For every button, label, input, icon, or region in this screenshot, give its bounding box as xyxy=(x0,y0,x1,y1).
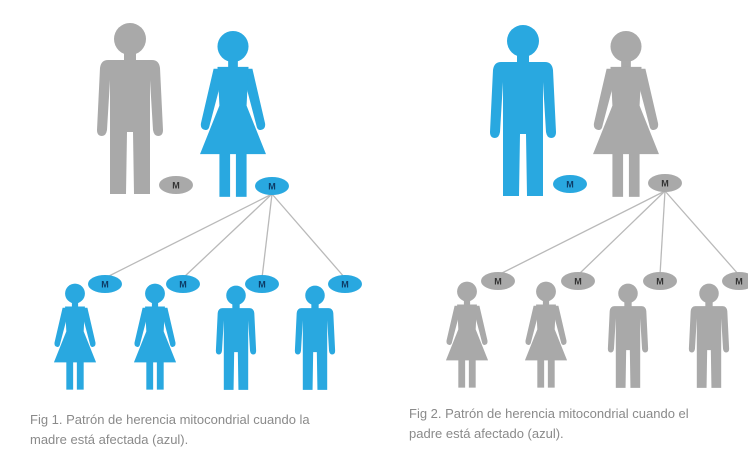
child-1-mitochondria: M xyxy=(88,275,122,293)
mitochondria-label: M xyxy=(494,277,502,287)
mitochondria-label: M xyxy=(656,277,664,287)
mitochondria-label: M xyxy=(268,182,276,192)
child-4-mitochondria: M xyxy=(328,275,362,293)
mitochondria-label: M xyxy=(735,277,743,287)
inheritance-line xyxy=(577,190,666,276)
child-4-mitochondria: M xyxy=(722,272,748,290)
daughter-1-figure xyxy=(445,281,489,388)
child-3-mitochondria: M xyxy=(643,272,677,290)
child-1-mitochondria: M xyxy=(481,272,515,290)
inheritance-line xyxy=(271,193,346,279)
mitochondria-label: M xyxy=(172,181,180,191)
figure-2-caption: Fig 2. Patrón de herencia mitocondrial c… xyxy=(409,404,739,444)
child-2-mitochondria: M xyxy=(561,272,595,290)
inheritance-line xyxy=(497,190,666,276)
mother-figure xyxy=(593,30,659,197)
mitochondria-label: M xyxy=(566,180,574,190)
daughter-1-figure xyxy=(53,283,97,390)
child-2-mitochondria: M xyxy=(166,275,200,293)
inheritance-line xyxy=(104,193,273,279)
figure-2-caption-line-1: Fig 2. Patrón de herencia mitocondrial c… xyxy=(409,406,689,421)
son-1-figure xyxy=(607,283,649,388)
mother-mitochondria: M xyxy=(648,174,682,192)
inheritance-line xyxy=(261,193,273,279)
child-3-mitochondria: M xyxy=(245,275,279,293)
figure-1-caption-line-1: Fig 1. Patrón de herencia mitocondrial c… xyxy=(30,412,310,427)
mitochondria-label: M xyxy=(258,280,266,290)
daughter-2-figure xyxy=(524,281,568,388)
figure-1-caption: Fig 1. Patrón de herencia mitocondrial c… xyxy=(30,410,360,450)
figure-2-caption-line-2: padre está afectado (azul). xyxy=(409,426,564,441)
daughter-2-figure xyxy=(133,283,177,390)
mitochondria-label: M xyxy=(341,280,349,290)
mitochondria-label: M xyxy=(661,179,669,189)
mitochondria-label: M xyxy=(101,280,109,290)
father-figure xyxy=(97,23,163,194)
inheritance-line xyxy=(659,190,666,276)
father-mitochondria: M xyxy=(553,175,587,193)
son-1-figure xyxy=(215,285,257,390)
mother-figure xyxy=(200,30,266,197)
mitochondria-label: M xyxy=(179,280,187,290)
father-mitochondria: M xyxy=(159,176,193,194)
figure-1-caption-line-2: madre está afectada (azul). xyxy=(30,432,189,447)
father-figure xyxy=(490,25,556,196)
son-2-figure xyxy=(294,285,336,390)
inheritance-line xyxy=(182,193,273,279)
son-2-figure xyxy=(688,283,730,388)
mother-mitochondria: M xyxy=(255,177,289,195)
inheritance-line xyxy=(664,190,740,276)
mitochondria-label: M xyxy=(574,277,582,287)
